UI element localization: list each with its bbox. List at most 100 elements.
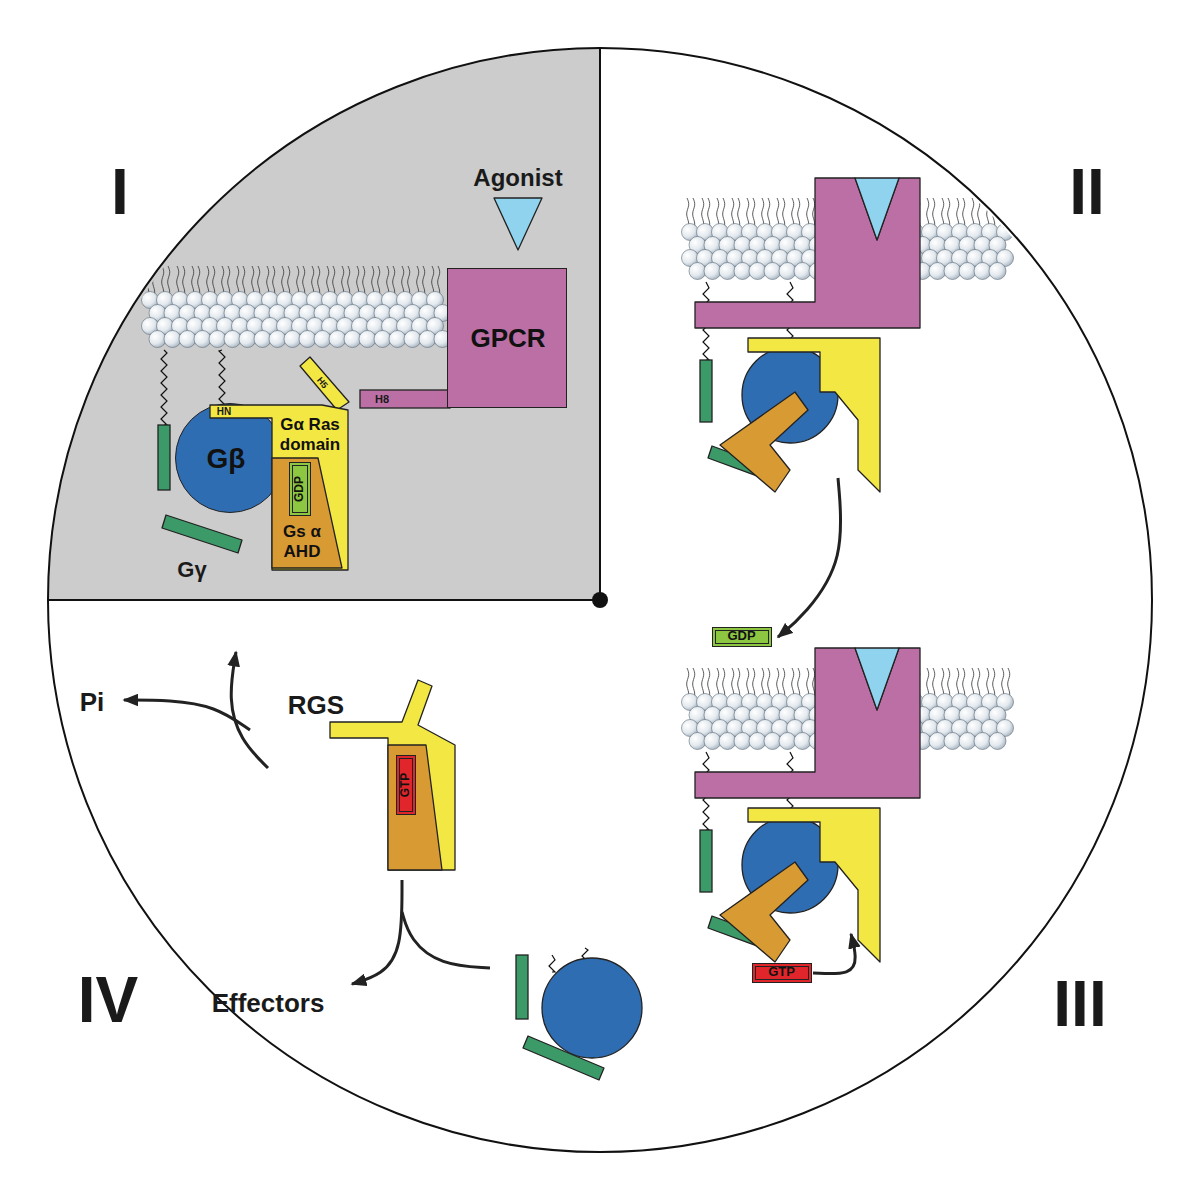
nucleotide-box: GTP [396,755,416,815]
text-area: GPCR [448,269,568,409]
quadrant-two-art [682,178,1014,637]
quadrant-numeral: I [111,160,129,224]
quadrant-numeral: III [1053,972,1106,1036]
g-gamma-bar [700,360,712,422]
lipid-head [404,331,421,348]
quadrant-three-art [682,648,1014,974]
text-area: Gα Ras domain [272,412,348,458]
lipid-head [254,331,271,348]
agonist-triangle [494,198,542,250]
phosphate-arrow [124,700,250,730]
lipid-anchor [549,955,555,972]
recycle-arrow [231,652,268,768]
g-gamma-helix [162,515,242,553]
lipid-head [719,733,736,750]
lipid-head [689,733,706,750]
lipid-head [689,263,706,280]
free-g-alpha-ras [330,680,455,870]
lipid-head [944,733,961,750]
lipid-head [959,733,976,750]
alpha5-helix [300,357,349,410]
g-alpha-ahd [720,862,808,962]
lipid-head [719,263,736,280]
lipid-head [344,331,361,348]
helix-label: HN [217,407,231,417]
text-area: GTP [396,755,416,815]
g-beta-sphere [542,958,642,1058]
node-text: Gs α AHD [272,522,332,561]
lipid-head [419,331,436,348]
text-area: GDP [713,628,770,645]
shape-fill [210,405,348,570]
lipid-head [764,263,781,280]
lipid-head [959,263,976,280]
node-text: GDP [293,476,307,502]
protein-label: RGS [288,692,344,718]
text-area: Gs α AHD [272,518,332,566]
lipid-head [704,263,721,280]
lipid-head [224,331,241,348]
lipid-anchor [161,350,167,425]
lipid-head [734,733,751,750]
subunit-label: Gγ [177,559,206,581]
lipid-head [194,331,211,348]
lipid-head [944,263,961,280]
text-area: Gβ [176,404,276,514]
effector-arrow [352,880,402,984]
node-text: GDP [727,629,755,644]
lipid-head [374,331,391,348]
effectors-label: Effectors [212,990,325,1016]
agonist-label: Agonist [473,166,562,190]
lipid-head [329,331,346,348]
agonist-triangle [855,178,899,240]
g-gamma-bar [700,830,712,892]
lipid-head [974,263,991,280]
lipid-head [299,331,316,348]
agonist-triangle [855,648,899,710]
lipid-head [704,733,721,750]
lipid-head [989,263,1006,280]
node-text: Gβ [207,443,246,475]
highlight-quadrant [48,48,600,600]
node-text: GPCR [470,324,545,354]
free-g-alpha-ahd [388,745,442,870]
receptor-box: GPCR [447,268,567,408]
lipid-anchor [219,350,225,405]
text-area: GTP [753,964,810,981]
quadrant-numeral: IV [78,968,138,1032]
lipid-head [179,331,196,348]
g-gamma-bar [158,425,170,490]
lipid-head [734,263,751,280]
lipid-head [974,733,991,750]
node-text: GTP [399,773,413,798]
lipid-head [164,331,181,348]
lipid-head [929,733,946,750]
quadrant-divider [48,48,600,600]
lipid-head [209,331,226,348]
nucleotide-box: GDP [289,462,311,516]
gdp-release-arrow [778,478,841,637]
center-dot [592,592,608,608]
g-alpha-ahd [720,392,808,492]
lipid-head [269,331,286,348]
lipid-head [149,331,166,348]
helix-label: H5 [315,376,329,391]
ahd-shape: Gs α AHD GDP [272,458,345,570]
node-text: Gα Ras domain [272,415,348,454]
lipid-head [749,263,766,280]
quadrant-four-art [124,652,642,1080]
gtp-binding-arrow [813,934,855,974]
g-beta-gamma-arrow [402,912,490,968]
lipid-head [989,733,1006,750]
cycle-circle [48,48,1152,1152]
lipid-head [239,331,256,348]
lipid-head [794,733,811,750]
nucleotide-box: GDP [712,627,772,647]
lipid-head [314,331,331,348]
lipid-tail [1008,198,1010,232]
quadrant-numeral: II [1069,160,1105,224]
g-gamma-bar [516,955,528,1019]
lipid-head [764,733,781,750]
